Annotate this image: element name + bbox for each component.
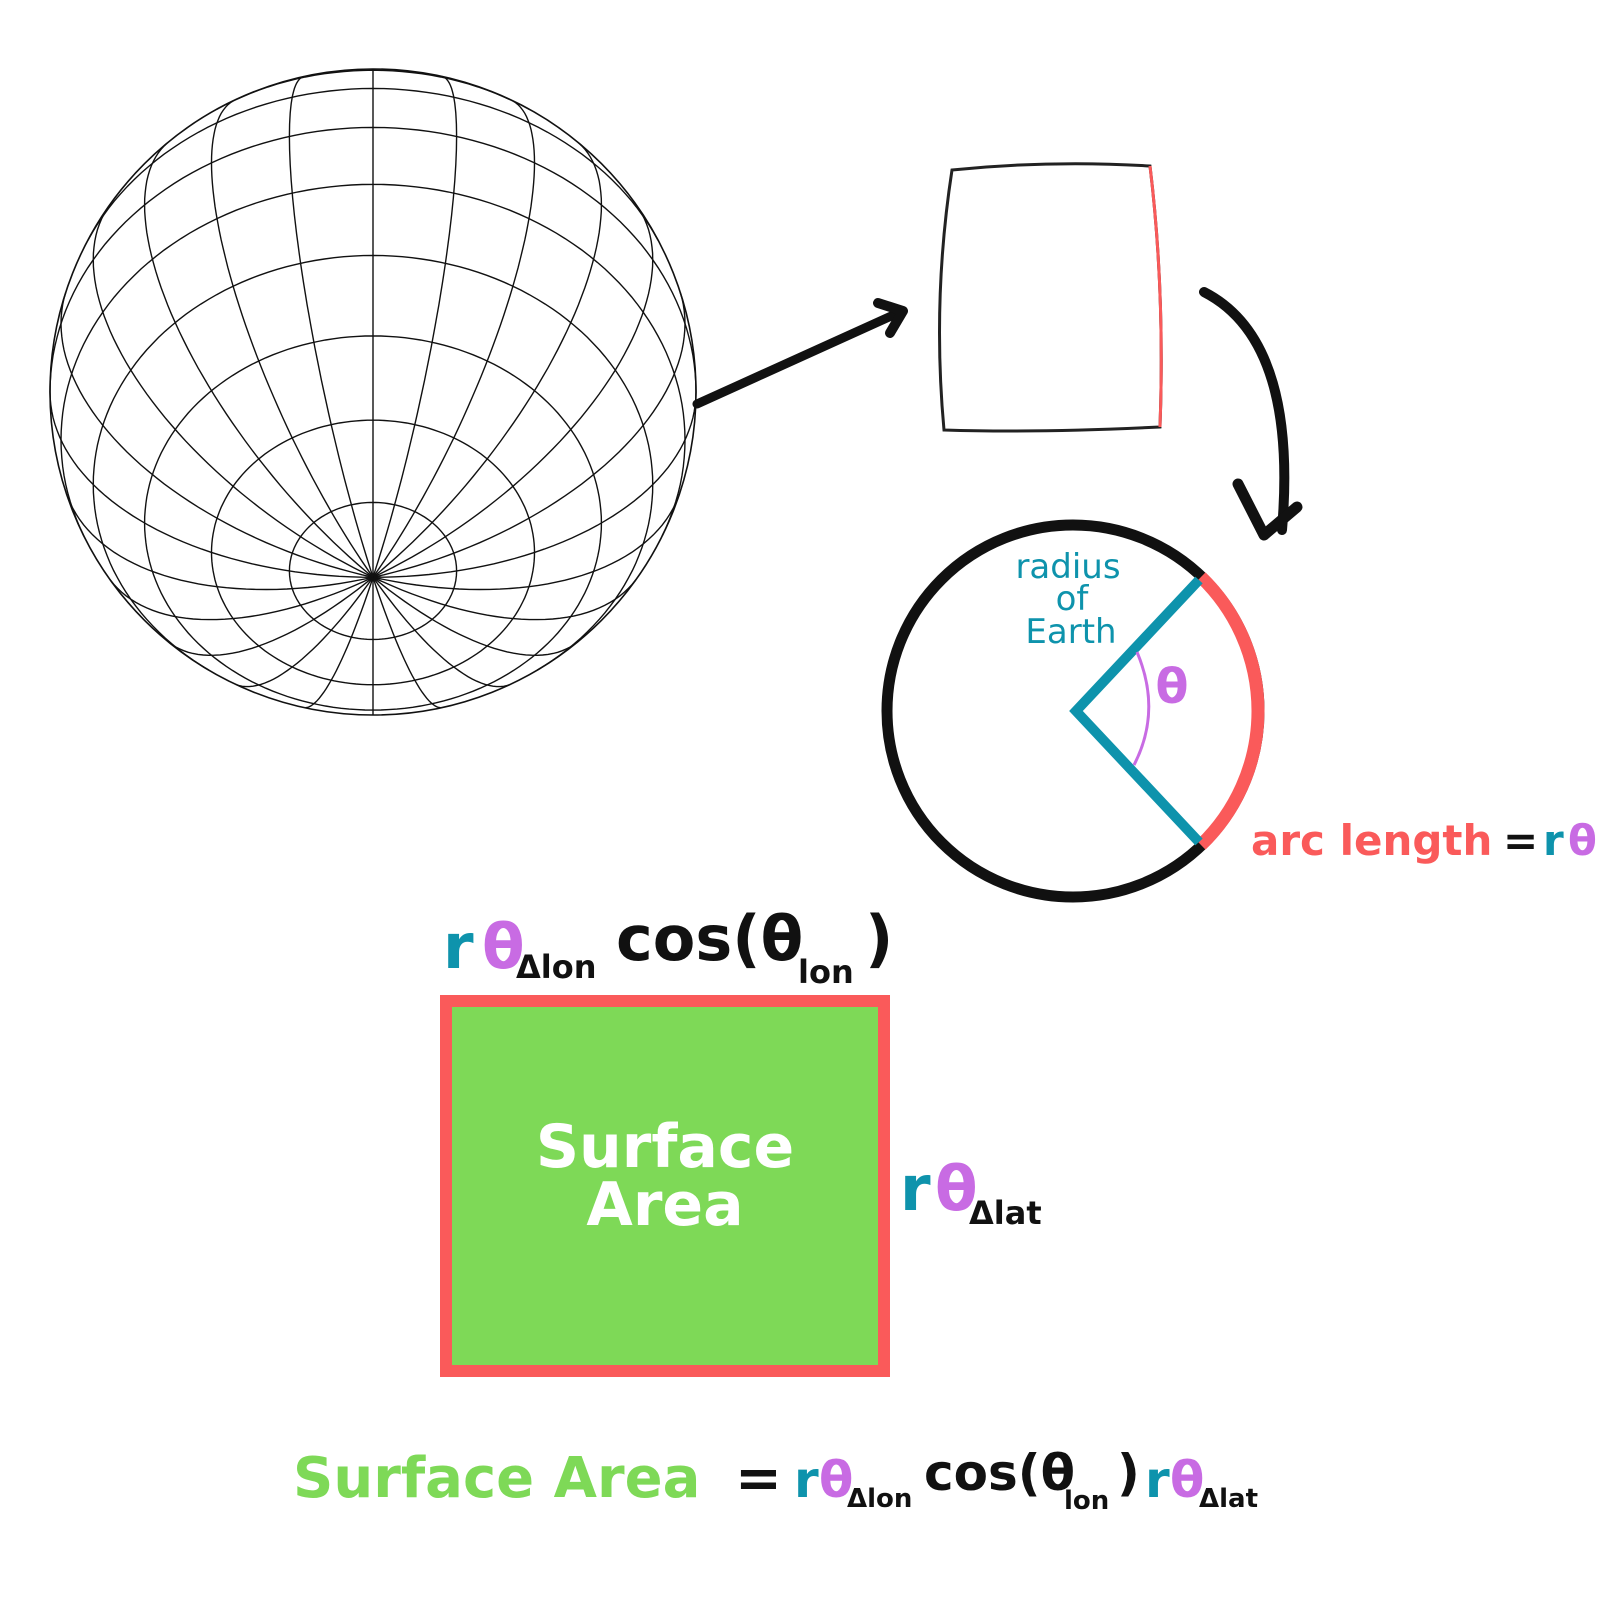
globe-gridline [235,576,374,688]
globe-gridline [49,126,697,393]
top-close: ) [865,902,893,975]
area-rectangle [440,995,890,1377]
radius-label-line1: radius [1015,547,1120,587]
globe-gridline [372,577,441,709]
formula-equals: = [735,1446,782,1511]
patch-to-circle-arrow [1199,287,1303,541]
theta-label: θ [1156,659,1189,715]
arc-length-label: arc length [1251,816,1492,865]
globe-gridline [372,497,679,591]
arc-theta: θ [1568,816,1597,865]
globe-gridline [372,292,686,578]
top-theta: θ [482,910,525,983]
angle-arc [1132,651,1151,766]
surface-area-box: Surface Area [440,995,890,1377]
formula-cos: cos(θ [924,1444,1075,1502]
top-edge-label: r θ Δlon cos(θ lon ) [443,902,893,991]
surface-patch [938,162,1163,433]
globe-gridline [372,75,458,578]
formula-theta1: θ [819,1451,853,1509]
patch-edge-highlight [1148,165,1163,428]
globe-gridline [60,292,374,578]
globe-gridline [372,576,576,657]
top-cos: cos(θ [616,902,803,975]
top-cos-sub: lon [798,953,854,991]
formula-sub1: Δlon [847,1484,912,1514]
area-label-line2: Area [586,1170,743,1240]
globe-gridline [372,142,603,578]
area-label-line1: Surface [536,1112,794,1182]
globe-gridline [143,142,374,578]
globe-gridline [372,576,637,621]
right-edge-label: r θ Δlat [900,1152,1042,1232]
globe-gridline [372,208,654,578]
globe-gridline [170,576,374,657]
globe-gridline [92,208,374,578]
earth-cross-section: radius of Earth θ arc length = r θ [881,519,1597,903]
globe-gridline [305,577,374,709]
globe-gridline [216,69,530,111]
globe-gridline [109,576,374,621]
globe-gridline [143,335,603,711]
globe-gridline [210,419,536,686]
formula-close: ) [1117,1444,1140,1502]
globe-to-patch-arrow [692,298,908,409]
top-r: r [443,910,474,983]
globe-gridline [87,87,659,241]
globe-gridline [288,75,374,578]
formula-lhs: Surface Area [293,1446,700,1511]
globe-gridline [67,497,374,591]
globe-gridline [60,183,686,536]
right-theta: θ [935,1152,978,1225]
arc-r: r [1543,816,1564,865]
right-r: r [900,1152,931,1225]
formula-r2: r [1145,1451,1170,1509]
globe-gridline [372,576,511,688]
area-formula: Surface Area = r θ Δlon cos(θ lon ) r θ … [293,1444,1258,1516]
radius-label-line2: of [1056,579,1090,619]
globe-gridline [92,254,654,671]
formula-sub2: Δlat [1199,1484,1258,1514]
arc-equals: = [1503,816,1538,865]
globe-wireframe [49,68,697,716]
right-sub: Δlat [969,1194,1042,1232]
radius-label-line3: Earth [1025,612,1116,652]
arc-segment [1196,572,1265,850]
top-sub: Δlon [516,948,597,986]
globe-gridline [288,501,458,641]
radius-lines [1069,576,1203,846]
formula-r1: r [794,1451,819,1509]
formula-cos-sub: lon [1064,1486,1109,1516]
formula-theta2: θ [1170,1451,1204,1509]
